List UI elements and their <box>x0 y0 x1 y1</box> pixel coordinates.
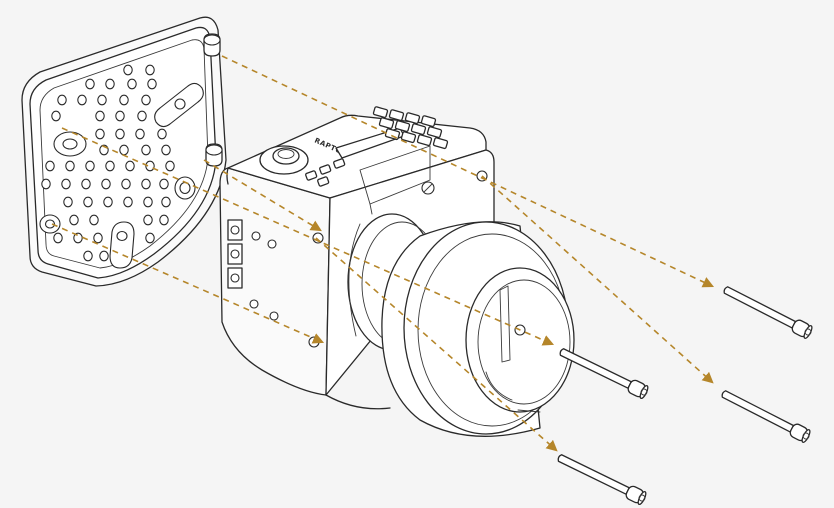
plate-standoff-top <box>203 33 221 57</box>
plate-perforation <box>45 160 55 172</box>
plate-slot-left <box>53 131 87 157</box>
plate-perforation <box>161 144 171 156</box>
plate-perforation <box>105 78 115 90</box>
camera-side-face <box>219 167 331 396</box>
top-key <box>426 126 443 139</box>
plate-perforation <box>53 232 63 244</box>
top-key <box>420 115 437 128</box>
assembly-guide-lines <box>51 55 715 452</box>
screw <box>559 348 649 400</box>
screw-set <box>557 286 813 506</box>
top-key <box>378 117 395 130</box>
control-buttons-small <box>305 158 346 187</box>
plate-perforation <box>83 196 93 208</box>
plate-perforation <box>121 178 131 190</box>
body-screw-top <box>421 181 435 195</box>
plate-slot-lower-left <box>39 214 61 234</box>
plate-perforation <box>123 196 133 208</box>
screw <box>557 454 647 506</box>
plate-perforation <box>61 178 71 190</box>
lens-mount <box>347 213 575 437</box>
plate-perforation <box>51 110 61 122</box>
plate-perforation <box>159 178 169 190</box>
mount-plate <box>21 16 227 287</box>
control-joystick <box>259 145 309 175</box>
mount-plate-holes <box>41 64 175 262</box>
plate-slot-right <box>174 176 196 200</box>
plate-perforation <box>63 196 73 208</box>
plate-perforation <box>85 78 95 90</box>
top-key <box>404 112 421 125</box>
plate-perforation <box>145 232 155 244</box>
side-connectors <box>227 219 243 289</box>
plate-perforation <box>145 160 155 172</box>
plate-perforation <box>125 160 135 172</box>
plate-perforation <box>137 110 147 122</box>
top-key-grid <box>372 106 449 150</box>
side-hole-3 <box>249 299 259 309</box>
guide-arrow <box>61 127 555 346</box>
plate-perforation <box>119 144 129 156</box>
plate-perforation <box>135 128 145 140</box>
plate-perforation <box>157 128 167 140</box>
plate-perforation <box>161 196 171 208</box>
top-key <box>416 134 433 147</box>
plate-perforation <box>77 94 87 106</box>
top-key <box>394 120 411 133</box>
plate-perforation <box>119 94 129 106</box>
screw <box>723 286 813 339</box>
top-key <box>432 137 449 150</box>
mount-contacts <box>499 285 511 363</box>
plate-perforation <box>115 128 125 140</box>
plate-standoff-middle <box>205 143 223 167</box>
plate-perforation <box>95 128 105 140</box>
guide-arrow <box>51 223 325 344</box>
plate-perforation <box>143 214 153 226</box>
plate-perforation <box>141 178 151 190</box>
bayonet-ring <box>465 267 575 413</box>
plate-perforation <box>127 78 137 90</box>
plate-perforation <box>145 64 155 76</box>
front-hole-lower-left <box>308 336 320 348</box>
plate-perforation <box>97 94 107 106</box>
plate-perforation <box>41 178 51 190</box>
plate-slot-top <box>154 82 204 128</box>
plate-perforation <box>93 232 103 244</box>
plate-perforation <box>57 94 67 106</box>
plate-perforation <box>147 78 157 90</box>
guide-arrow <box>481 175 714 384</box>
top-key <box>388 109 405 122</box>
plate-perforation <box>103 196 113 208</box>
plate-perforation <box>143 196 153 208</box>
plate-perforation <box>115 110 125 122</box>
guide-arrow <box>221 55 715 288</box>
guide-arrow <box>203 159 322 232</box>
plate-perforation <box>123 64 133 76</box>
guide-arrow <box>315 237 558 452</box>
top-key <box>410 123 427 136</box>
side-hole-4 <box>269 311 279 321</box>
plate-perforation <box>159 214 169 226</box>
plate-perforation <box>89 214 99 226</box>
plate-perforation <box>83 250 93 262</box>
plate-slot-bottom <box>109 221 135 269</box>
plate-perforation <box>141 144 151 156</box>
plate-perforation <box>85 160 95 172</box>
plate-perforation <box>101 178 111 190</box>
plate-perforation <box>65 160 75 172</box>
plate-perforation <box>165 160 175 172</box>
screw <box>721 390 811 443</box>
plate-perforation <box>69 214 79 226</box>
side-hole-2 <box>267 239 277 249</box>
plate-perforation <box>81 178 91 190</box>
side-hole-1 <box>251 231 261 241</box>
top-key <box>400 131 417 144</box>
plate-perforation <box>141 94 151 106</box>
plate-perforation <box>95 110 105 122</box>
top-key <box>372 106 389 119</box>
plate-perforation <box>105 160 115 172</box>
plate-perforation <box>99 250 109 262</box>
